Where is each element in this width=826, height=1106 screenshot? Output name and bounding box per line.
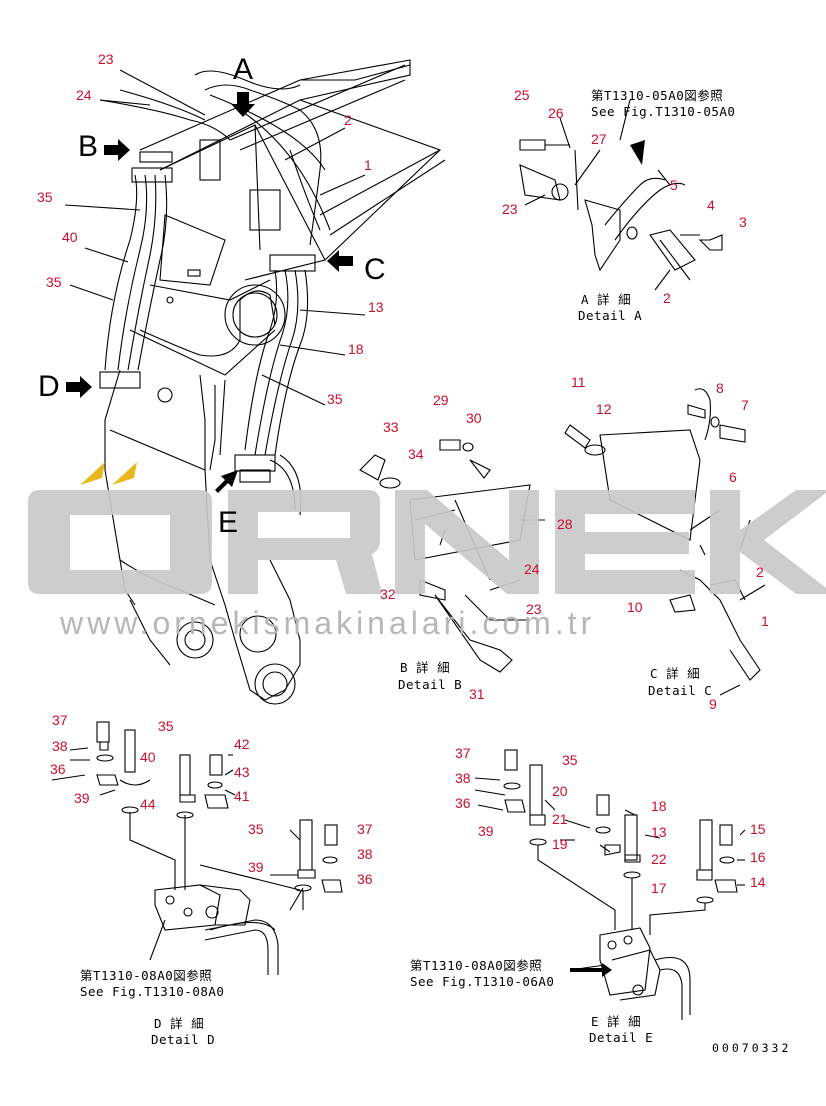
detail-d-ref-jp: 第T1310-08A0図参照 xyxy=(80,968,213,983)
callout: 14 xyxy=(750,874,766,890)
callout: 18 xyxy=(348,341,364,357)
callout: 20 xyxy=(552,783,568,799)
detail-a-title-en: Detail A xyxy=(578,308,643,323)
callout: 18 xyxy=(651,798,667,814)
callout: 27 xyxy=(591,131,607,147)
callout: 10 xyxy=(627,599,643,615)
callout: 16 xyxy=(750,849,766,865)
callout: 38 xyxy=(357,846,373,862)
detail-a-ref-jp: 第T1310-05A0図参照 xyxy=(591,88,724,103)
detail-d-title-en: Detail D xyxy=(151,1032,216,1047)
callout: 32 xyxy=(380,586,396,602)
callout: 3 xyxy=(739,214,747,230)
callout: 24 xyxy=(76,87,92,103)
callout: 1 xyxy=(761,613,769,629)
detail-e-title-jp: E 詳 細 xyxy=(591,1014,642,1029)
callout: 29 xyxy=(433,392,449,408)
callout: 37 xyxy=(455,745,471,761)
callout: 25 xyxy=(514,87,530,103)
callout: 35 xyxy=(46,274,62,290)
detail-e-title-en: Detail E xyxy=(589,1030,654,1045)
watermark-site: www.ornekismakinalari.com.tr xyxy=(60,605,596,641)
callout: 39 xyxy=(478,823,494,839)
callout: 41 xyxy=(234,788,250,804)
callout: 35 xyxy=(327,391,343,407)
callout: 38 xyxy=(455,770,471,786)
detail-b-title-en: Detail B xyxy=(398,677,463,692)
callout: 22 xyxy=(651,851,667,867)
callout: 37 xyxy=(52,712,68,728)
callout: 15 xyxy=(750,821,766,837)
callout: 11 xyxy=(571,374,586,390)
callout: 13 xyxy=(368,299,384,315)
callout: 34 xyxy=(408,446,424,462)
detail-d-title-jp: D 詳 細 xyxy=(154,1016,205,1031)
callout: 36 xyxy=(50,761,66,777)
view-letter-e: E xyxy=(218,506,239,539)
callout: 12 xyxy=(596,401,612,417)
callout: 44 xyxy=(140,796,156,812)
view-letter-a: A xyxy=(233,53,254,86)
callout: 2 xyxy=(663,290,671,306)
callout: 40 xyxy=(140,749,156,765)
callout: 36 xyxy=(357,871,373,887)
callout: 23 xyxy=(502,201,518,217)
detail-a-ref-en: See Fig.T1310-05A0 xyxy=(591,104,736,119)
callout: 35 xyxy=(248,821,264,837)
callout: 1 xyxy=(364,157,372,173)
callout: 42 xyxy=(234,736,250,752)
callout: 6 xyxy=(729,469,737,485)
callout: 39 xyxy=(248,859,264,875)
callout: 13 xyxy=(651,824,667,840)
callout: 2 xyxy=(344,112,352,128)
detail-a-title-jp: A 詳 細 xyxy=(581,292,632,307)
view-letter-d: D xyxy=(38,370,60,403)
callout: 43 xyxy=(234,764,250,780)
callout: 31 xyxy=(469,686,485,702)
callout: 19 xyxy=(552,836,568,852)
callout: 35 xyxy=(158,718,174,734)
view-letter-c: C xyxy=(364,253,386,286)
callout: 28 xyxy=(557,516,573,532)
callout: 23 xyxy=(526,601,542,617)
callout: 7 xyxy=(741,397,749,413)
callout: 37 xyxy=(357,821,373,837)
callout: 5 xyxy=(670,177,678,193)
callout: 35 xyxy=(37,189,53,205)
detail-b-title-jp: B 詳 細 xyxy=(400,660,451,675)
callout: 9 xyxy=(709,696,717,712)
detail-c-title-jp: C 詳 細 xyxy=(650,666,701,681)
callout: 26 xyxy=(548,105,564,121)
view-letter-b: B xyxy=(78,130,99,163)
detail-d-ref-en: See Fig.T1310-08A0 xyxy=(80,984,225,999)
callout: 8 xyxy=(716,380,724,396)
callout: 33 xyxy=(383,419,399,435)
callout: 30 xyxy=(466,410,482,426)
detail-e-ref-en: See Fig.T1310-06A0 xyxy=(410,974,555,989)
detail-e-ref-jp: 第T1310-08A0図参照 xyxy=(410,958,543,973)
callout: 2 xyxy=(756,564,764,580)
callout: 21 xyxy=(552,811,568,827)
callout: 35 xyxy=(562,752,578,768)
callout: 4 xyxy=(707,197,715,213)
detail-c-title-en: Detail C xyxy=(648,683,713,698)
watermark-logo-shape xyxy=(28,490,826,594)
callout: 24 xyxy=(524,561,540,577)
callout: 23 xyxy=(98,51,114,67)
callout: 17 xyxy=(651,880,667,896)
callout: 39 xyxy=(74,790,90,806)
callout: 40 xyxy=(62,229,78,245)
callout: 38 xyxy=(52,738,68,754)
callout: 36 xyxy=(455,795,471,811)
drawing-code: 00070332 xyxy=(712,1041,792,1055)
